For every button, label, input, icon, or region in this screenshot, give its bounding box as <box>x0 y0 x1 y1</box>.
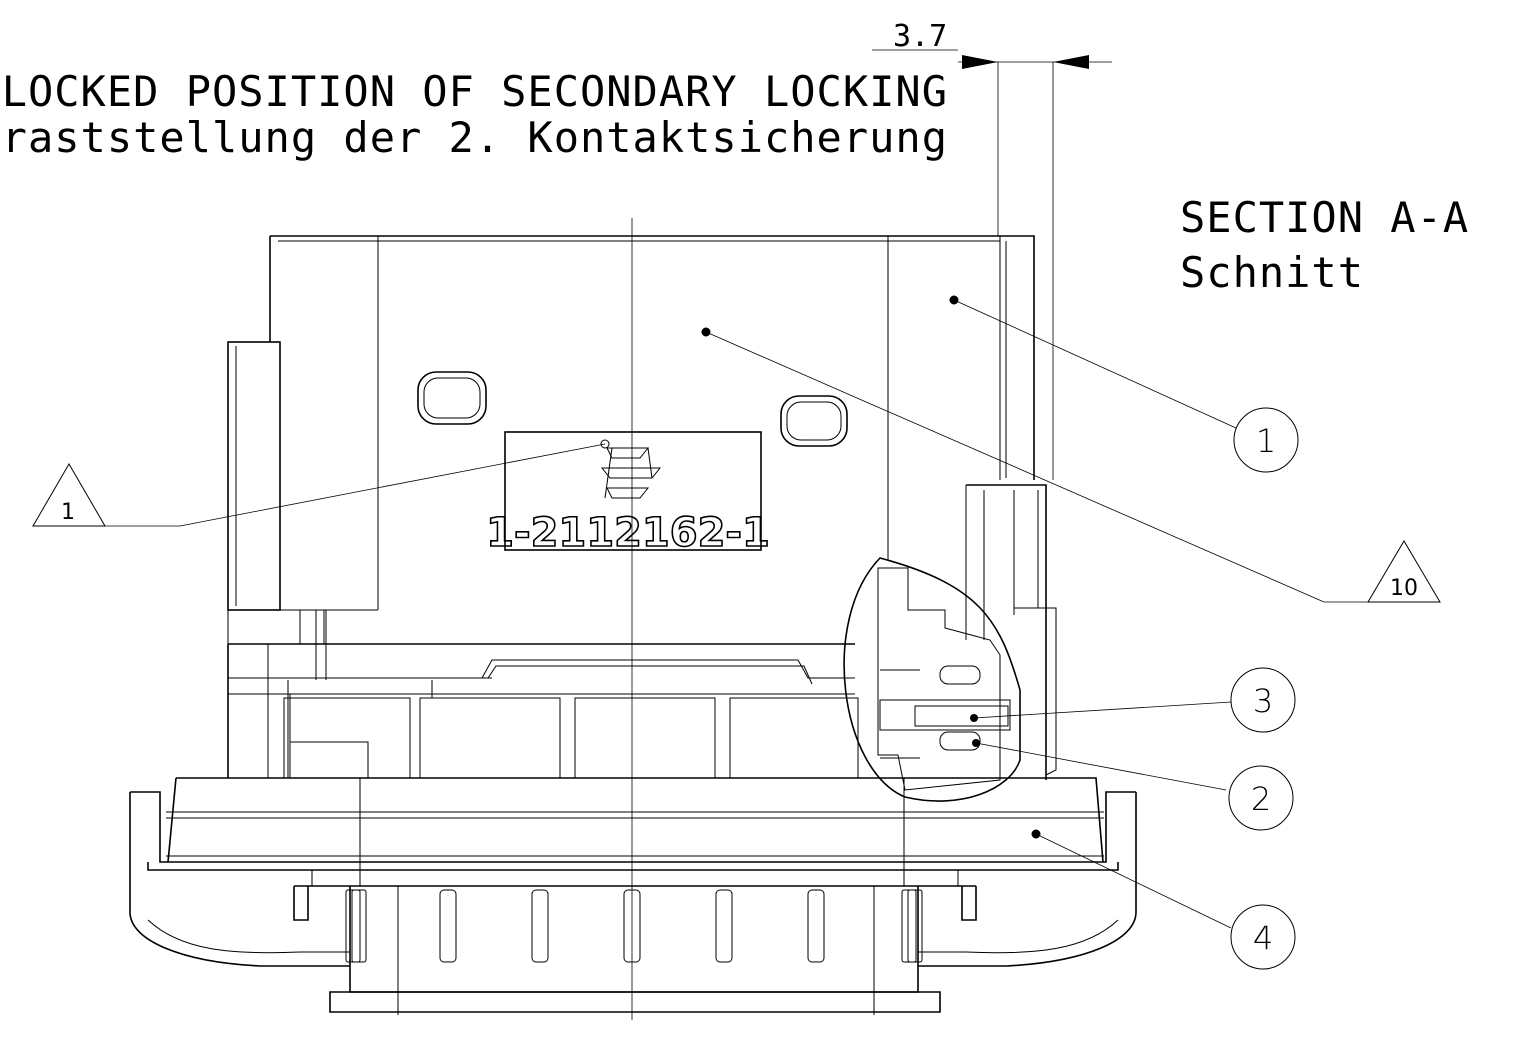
balloon-3: 3 <box>1230 667 1296 733</box>
triangle-note-1: 1 <box>32 463 106 527</box>
housing-body <box>227 235 1035 778</box>
title-line-2: Vorraststellung der 2. Kontaktsicherung <box>0 113 948 162</box>
balloon-4: 4 <box>1230 904 1296 970</box>
label-plate: 1-2112162-1 <box>485 431 771 557</box>
balloon-1-label: 1 <box>1256 422 1276 460</box>
dimension-3-7: 3.7 <box>872 19 1112 480</box>
coding-slots <box>417 371 848 447</box>
base-flange <box>129 777 1137 1015</box>
triangle-note-10-label: 10 <box>1390 576 1418 601</box>
latch-assembly <box>965 484 1057 780</box>
te-logo-icon <box>600 447 662 499</box>
title-line-1: PRE LOCKED POSITION OF SECONDARY LOCKING <box>0 67 948 116</box>
triangle-note-10: 10 <box>1367 540 1441 603</box>
connector-skirt <box>329 886 941 1013</box>
balloon-4-label: 4 <box>1253 919 1273 957</box>
triangle-note-1-label: 1 <box>61 500 75 525</box>
section-sublabel: Schnitt <box>1180 248 1364 297</box>
dimension-value: 3.7 <box>893 19 947 54</box>
leader-lines <box>105 295 1440 929</box>
section-label: SECTION A-A <box>1180 193 1469 242</box>
balloon-2: 2 <box>1228 765 1294 831</box>
contact-pins <box>345 889 923 963</box>
balloon-2-label: 2 <box>1251 780 1271 818</box>
balloon-3-label: 3 <box>1253 682 1273 720</box>
detail-section <box>843 557 1021 802</box>
part-number: 1-2112162-1 <box>486 510 770 556</box>
balloon-1: 1 <box>1233 407 1299 473</box>
